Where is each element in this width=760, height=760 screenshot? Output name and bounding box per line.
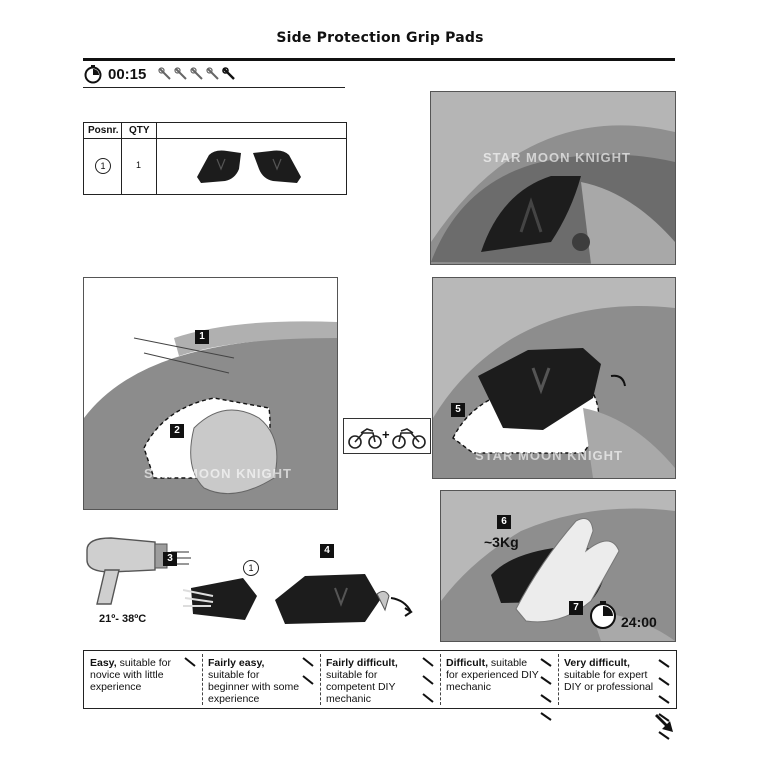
motorcycle-icon: [392, 428, 426, 449]
position-number: 1: [95, 158, 111, 174]
difficulty-level: Very difficult,: [564, 657, 630, 669]
legend-separator: [440, 654, 441, 705]
difficulty-very-difficult: Very difficult, suitable for expert DIY …: [558, 651, 676, 740]
page-title: Side Protection Grip Pads: [276, 30, 484, 46]
wrench-icon: [658, 659, 670, 668]
wrench-icon: [422, 675, 434, 685]
part-reference: 1: [243, 560, 259, 576]
plus-sign: +: [382, 427, 390, 442]
wrench-icon: [302, 675, 314, 685]
parts-table: Posnr. QTY 1 1: [83, 122, 347, 195]
difficulty-level: Fairly difficult,: [326, 657, 398, 669]
wrench-icon-stack: [421, 655, 437, 709]
motorcycle-icon: [348, 428, 382, 449]
difficulty-level: Easy,: [90, 657, 117, 669]
step-number: 1: [195, 330, 209, 344]
step-number: 6: [497, 515, 511, 529]
step-number: 5: [451, 403, 465, 417]
peel-backing-image: [275, 574, 413, 624]
wrench-icon-stack: [301, 655, 317, 691]
wrench-icon: [190, 67, 204, 80]
step-number: 7: [569, 601, 583, 615]
step-number: 2: [170, 424, 184, 438]
difficulty-fairly-difficult: Fairly difficult, suitable for competent…: [320, 651, 440, 708]
table-divider: [156, 123, 157, 194]
wrench-icon: [422, 657, 434, 667]
wrench-icon: [540, 658, 552, 667]
stopwatch-icon: [84, 65, 102, 84]
heated-pad-image: [183, 578, 257, 620]
press-pad-step-panel: 6 7: [440, 490, 676, 642]
col-header-posnr: Posnr.: [88, 125, 119, 136]
legend-separator: [202, 654, 203, 705]
wrench-icon: [540, 694, 552, 703]
wrench-icon-stack: [539, 655, 555, 727]
installed-result-panel: STAR MOON KNIGHT: [430, 91, 676, 265]
difficulty-description: suitable for competent DIY mechanic: [326, 669, 396, 705]
table-divider: [121, 123, 122, 194]
parts-table-header: [84, 123, 346, 139]
cleaning-step-panel: 1 2 STAR MOON KNIGHT: [83, 277, 338, 510]
apply-pad-step-panel: 5 STAR MOON KNIGHT: [432, 277, 676, 479]
stopwatch-icon: [590, 601, 616, 629]
next-page-arrow-icon[interactable]: [653, 712, 675, 734]
difficulty-wrenches: [158, 66, 238, 82]
wrench-icon: [658, 713, 670, 722]
title-rule: [83, 58, 675, 61]
wrench-icon: [206, 67, 220, 80]
hairdryer-icon: [86, 537, 191, 605]
col-header-qty: QTY: [129, 125, 150, 136]
pressure-label: ~3Kg: [484, 534, 519, 550]
wrench-icon: [422, 693, 434, 703]
wrench-icon-stack: [657, 655, 673, 745]
wrench-icon: [540, 712, 552, 721]
time-and-difficulty: 00:15: [83, 64, 238, 84]
wrench-icon: [540, 676, 552, 685]
both-sides-indicator: +: [343, 418, 431, 454]
wrench-icon-stack: [183, 655, 199, 673]
wrench-icon: [658, 695, 670, 704]
wrench-icon: [302, 657, 314, 667]
difficulty-level: Difficult,: [446, 657, 488, 669]
quantity-value: 1: [136, 160, 142, 170]
difficulty-level: Fairly easy,: [208, 657, 265, 669]
wrench-icon: [222, 67, 236, 80]
step-number: 3: [163, 552, 177, 566]
difficulty-legend: Easy, suitable for novice with little ex…: [83, 650, 677, 740]
temperature-label: 21º- 38ºC: [99, 613, 147, 625]
difficulty-fairly-easy: Fairly easy, suitable for beginner with …: [202, 651, 320, 708]
time-rule: [83, 87, 345, 88]
grip-pads-image: [197, 150, 301, 183]
difficulty-description: suitable for expert DIY or professional: [564, 669, 654, 693]
difficulty-description: suitable for experienced DIY mechanic: [446, 657, 539, 693]
install-time: 00:15: [108, 65, 147, 83]
wrench-icon: [658, 731, 670, 740]
wrench-icon: [184, 657, 196, 667]
wrench-icon: [658, 677, 670, 686]
difficulty-description: suitable for novice with little experien…: [90, 657, 171, 693]
difficulty-easy: Easy, suitable for novice with little ex…: [84, 651, 202, 708]
step-number: 4: [320, 544, 334, 558]
difficulty-description: suitable for beginner with some experien…: [208, 669, 300, 705]
wrench-icon: [174, 67, 188, 80]
heat-and-peel-step: 3 1 4: [83, 530, 423, 630]
difficulty-difficult: Difficult, suitable for experienced DIY …: [440, 651, 558, 721]
wrench-icon: [158, 67, 172, 80]
wait-time-label: 24:00: [621, 614, 657, 630]
legend-separator: [558, 654, 559, 705]
watermark-text: STAR MOON KNIGHT: [144, 466, 292, 481]
watermark-text: STAR MOON KNIGHT: [475, 448, 623, 463]
legend-separator: [320, 654, 321, 705]
watermark-text: STAR MOON KNIGHT: [483, 150, 631, 165]
